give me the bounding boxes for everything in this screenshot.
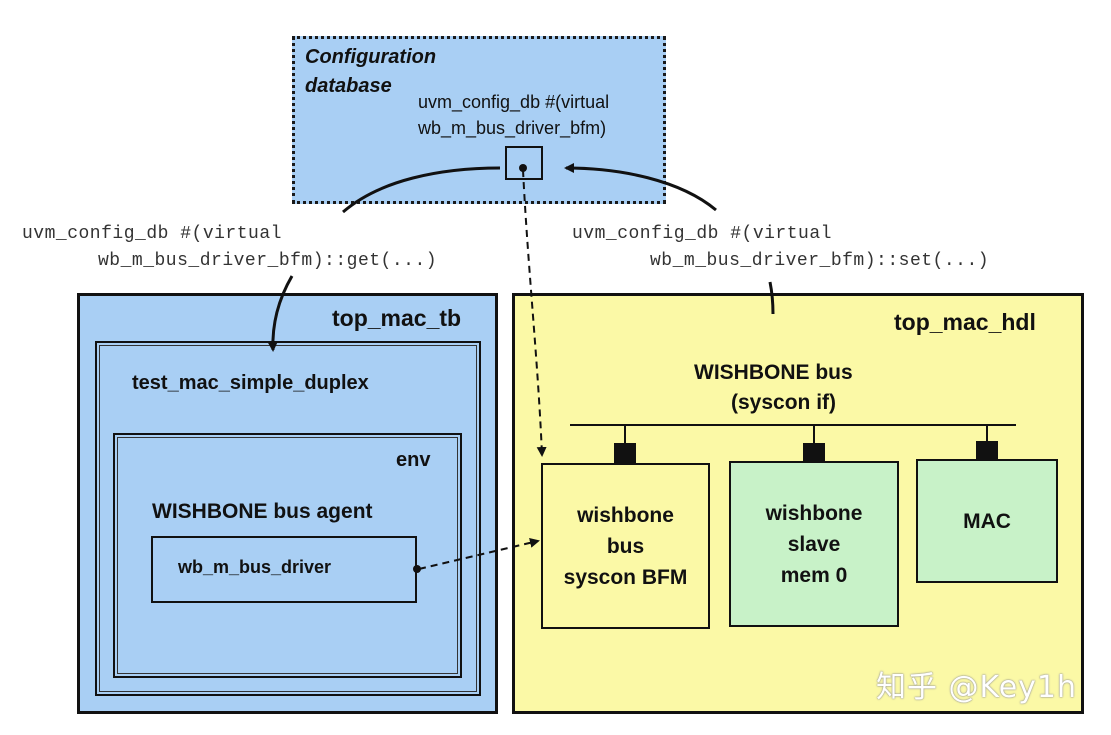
set-arrow [564, 163, 717, 212]
syscon-bfm-block: wishbone bus syscon BFM [541, 463, 710, 629]
config-database-title: Configuration [305, 46, 437, 68]
test-box-inner [99, 345, 477, 692]
slave-label-1: wishbone [765, 501, 863, 525]
get-call-label: uvm_config_db #(virtual [22, 224, 282, 244]
bus-label-2: (syscon if) [731, 391, 837, 414]
bfm-label-2: bus [606, 534, 645, 558]
set-call-label-2: wb_m_bus_driver_bfm)::set(...) [650, 251, 990, 271]
bus-stub [624, 425, 626, 443]
bus-connector [803, 443, 825, 461]
watermark: 知乎 @Key1h [876, 670, 1078, 705]
top-mac-tb-box [77, 293, 498, 714]
driver-to-bfm-dashed [418, 537, 540, 570]
test-box [95, 341, 481, 696]
driver-dot [413, 565, 421, 573]
config-slot-dot [519, 164, 527, 172]
mac-label: MAC [963, 509, 1011, 533]
env-box-inner [117, 437, 458, 674]
config-to-bfm-dashed [522, 169, 547, 457]
config-database-title-2: database [305, 75, 392, 97]
bus-stub [813, 425, 815, 443]
get-arrow [342, 166, 501, 214]
test-label: test_mac_simple_duplex [132, 372, 369, 394]
config-entry-type: uvm_config_db #(virtual [418, 92, 610, 112]
bfm-label-3: syscon BFM [563, 565, 688, 589]
bus-line [570, 424, 1016, 426]
slave-label-2: slave [787, 532, 841, 556]
bus-stub [986, 425, 988, 441]
top-mac-hdl-title: top_mac_hdl [894, 309, 1036, 335]
env-label: env [396, 449, 431, 471]
bfm-label-1: wishbone [577, 503, 674, 527]
bus-label: WISHBONE bus [694, 361, 853, 384]
top-mac-tb-title: top_mac_tb [332, 305, 462, 331]
bus-connector [614, 443, 636, 463]
config-entry-slot [505, 146, 543, 180]
get-arrow-lower [267, 275, 294, 352]
slave-label-3: mem 0 [780, 563, 848, 587]
mac-block: MAC [916, 459, 1058, 583]
driver-label: wb_m_bus_driver [178, 557, 332, 577]
bus-connector [976, 441, 998, 459]
set-call-label: uvm_config_db #(virtual [572, 224, 832, 244]
agent-label: WISHBONE bus agent [152, 500, 373, 523]
get-call-label-2: wb_m_bus_driver_bfm)::get(...) [98, 251, 438, 271]
config-database-box [292, 36, 666, 204]
env-box [113, 433, 462, 678]
set-arrow-lower [768, 281, 775, 315]
config-entry-type-2: wb_m_bus_driver_bfm) [418, 118, 607, 138]
slave-mem-block: wishbone slave mem 0 [729, 461, 899, 627]
